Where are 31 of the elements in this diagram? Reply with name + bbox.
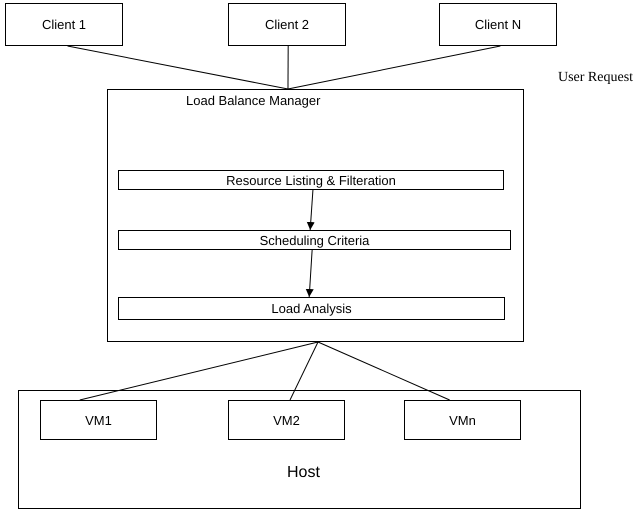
process-box: [404, 400, 521, 440]
node-label: Load Balance Manager: [186, 93, 320, 108]
node-label: Client 1: [42, 17, 86, 32]
arrow: [306, 190, 315, 230]
node-label: VM2: [273, 412, 300, 428]
process-box: [118, 230, 511, 250]
container-box: [107, 89, 524, 342]
node-label: Client 2: [264, 17, 310, 32]
node-label: Resource Listing & Filteration: [226, 172, 396, 188]
connector-line: [287, 46, 501, 90]
node-label: VM1: [85, 412, 112, 428]
process-box: [5, 3, 123, 46]
connector-line: [67, 46, 288, 90]
node-label: VMn: [449, 412, 476, 428]
connector-line: [290, 342, 318, 400]
process-box: [40, 400, 157, 440]
process-box: [118, 170, 504, 190]
connector-line: [318, 342, 450, 400]
process-box: [228, 3, 346, 46]
process-box: [439, 3, 557, 46]
node-label: Host: [287, 464, 320, 482]
arrow: [306, 250, 314, 298]
connector-line: [287, 46, 289, 90]
node-label: Load Analysis: [271, 301, 352, 316]
node-label: Scheduling Criteria: [260, 232, 370, 248]
process-box: [118, 297, 505, 320]
node-label: Client N: [474, 17, 522, 32]
process-box: [228, 400, 345, 440]
annotation-text: User Request: [558, 70, 633, 86]
container-box: [18, 390, 581, 509]
connector-line: [79, 342, 318, 400]
